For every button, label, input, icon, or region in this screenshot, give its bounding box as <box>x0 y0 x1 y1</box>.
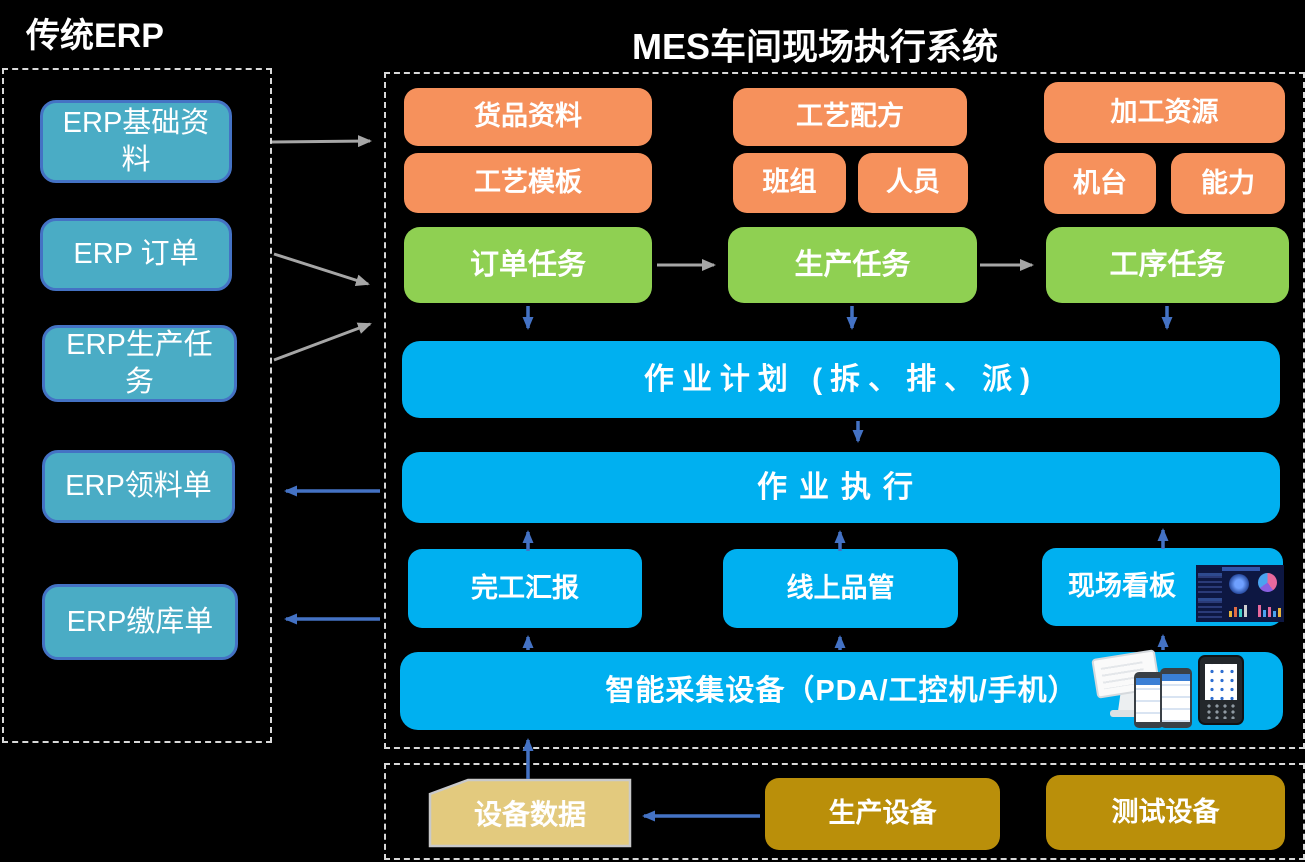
mes-box-capacity-label: 能力 <box>1201 167 1255 198</box>
erp-box-warehouse-submission-label: ERP缴库单 <box>66 605 214 638</box>
mes-box-personnel: 人员 <box>858 153 968 213</box>
mes-box-machine-label: 机台 <box>1073 167 1127 198</box>
equipment-box-device-data: 设备数据 <box>428 780 632 846</box>
equipment-box-production-label: 生产设备 <box>828 798 937 829</box>
erp-box-material-requisition: ERP领料单 <box>42 450 235 523</box>
mes-box-completion-report-label: 完工汇报 <box>471 572 579 603</box>
mes-box-team-label: 班组 <box>762 167 817 198</box>
smartphone-screen <box>1162 674 1190 722</box>
mes-box-goods-data: 货品资料 <box>404 88 652 146</box>
mes-box-completion-report: 完工汇报 <box>408 549 642 628</box>
erp-box-order-label: ERP 订单 <box>73 238 199 271</box>
erp-container <box>2 68 272 743</box>
dashboard-thumb-piechart <box>1258 573 1277 592</box>
equipment-box-testing-label: 测试设备 <box>1111 796 1220 827</box>
mes-box-production-task-label: 生产任务 <box>794 248 911 281</box>
mes-box-process-template-label: 工艺模板 <box>474 167 582 198</box>
mes-box-site-dashboard-label: 现场看板 <box>1068 571 1176 602</box>
dashboard-thumb-barchart1 <box>1229 601 1253 617</box>
mes-box-online-quality: 线上品管 <box>723 549 958 628</box>
mes-bar-job-execution-label: 作业执行 <box>757 470 925 504</box>
mes-bar-job-planning: 作业计划 (拆、排、派) <box>402 341 1280 418</box>
pda-screen <box>1205 664 1237 700</box>
pda-device-image <box>1198 655 1244 725</box>
mes-box-goods-data-label: 货品资料 <box>474 101 582 132</box>
pda-keypad <box>1205 703 1237 719</box>
arrow-erp-order-to-mes <box>273 252 370 287</box>
erp-section-title: 传统ERP <box>26 17 164 55</box>
kiosk-base <box>1110 710 1150 717</box>
equipment-box-production: 生产设备 <box>765 778 1000 850</box>
dashboard-thumb-table1 <box>1198 573 1222 596</box>
mes-box-site-dashboard: 现场看板 <box>1042 548 1284 626</box>
mes-box-processing-resources: 加工资源 <box>1044 82 1285 143</box>
erp-box-order: ERP 订单 <box>40 218 232 291</box>
dashboard-thumb-barchart2 <box>1258 601 1282 617</box>
smartphone-image-2 <box>1160 668 1192 728</box>
erp-box-warehouse-submission: ERP缴库单 <box>42 584 238 660</box>
mes-bar-smart-collection-devices-label: 智能采集设备（PDA/工控机/手机） <box>605 674 1078 707</box>
erp-box-basic-data-label: ERP基础资料 <box>62 107 210 176</box>
kiosk-terminal-image <box>1090 649 1180 728</box>
mes-bar-job-planning-label: 作业计划 (拆、排、派) <box>643 362 1039 396</box>
mes-box-process-recipe: 工艺配方 <box>733 88 967 146</box>
mes-box-machine: 机台 <box>1044 153 1156 214</box>
erp-box-production-task: ERP生产任务 <box>42 325 237 402</box>
dashboard-thumbnail-image <box>1196 565 1284 622</box>
mes-box-process-recipe-label: 工艺配方 <box>796 101 904 132</box>
mes-box-operation-task: 工序任务 <box>1046 227 1289 303</box>
mes-box-processing-resources-label: 加工资源 <box>1110 96 1219 127</box>
equipment-box-device-data-shape <box>428 778 632 848</box>
mes-box-team: 班组 <box>733 153 846 213</box>
equipment-container <box>384 763 1305 860</box>
arrow-erp-basic-to-mes <box>271 135 372 148</box>
erp-box-material-requisition-label: ERP领料单 <box>65 470 212 503</box>
mes-section-title: MES车间现场执行系统 <box>631 26 998 67</box>
mes-box-operation-task-label: 工序任务 <box>1109 248 1226 281</box>
mes-box-online-quality-label: 线上品管 <box>786 572 895 603</box>
mes-box-process-template: 工艺模板 <box>404 153 652 213</box>
mes-bar-job-execution: 作业执行 <box>402 452 1280 523</box>
dashboard-thumb-header <box>1222 567 1260 571</box>
arrow-erp-task-to-mes <box>273 322 372 362</box>
erp-box-production-task-label: ERP生产任务 <box>66 329 213 398</box>
equipment-box-device-data-label: 设备数据 <box>473 799 586 830</box>
smartphone-screen <box>1136 678 1162 722</box>
smartphone-image-1 <box>1134 672 1164 728</box>
dashboard-thumb-table2 <box>1198 598 1222 621</box>
mes-box-capacity: 能力 <box>1171 153 1285 214</box>
mes-box-order-task-label: 订单任务 <box>469 248 586 281</box>
mes-box-personnel-label: 人员 <box>886 167 940 198</box>
mes-box-order-task: 订单任务 <box>404 227 652 303</box>
mes-container <box>384 72 1305 749</box>
mes-box-production-task: 生产任务 <box>728 227 977 303</box>
equipment-box-testing: 测试设备 <box>1046 775 1285 850</box>
erp-box-basic-data: ERP基础资料 <box>40 100 232 183</box>
dashboard-thumb-globe <box>1229 574 1249 594</box>
